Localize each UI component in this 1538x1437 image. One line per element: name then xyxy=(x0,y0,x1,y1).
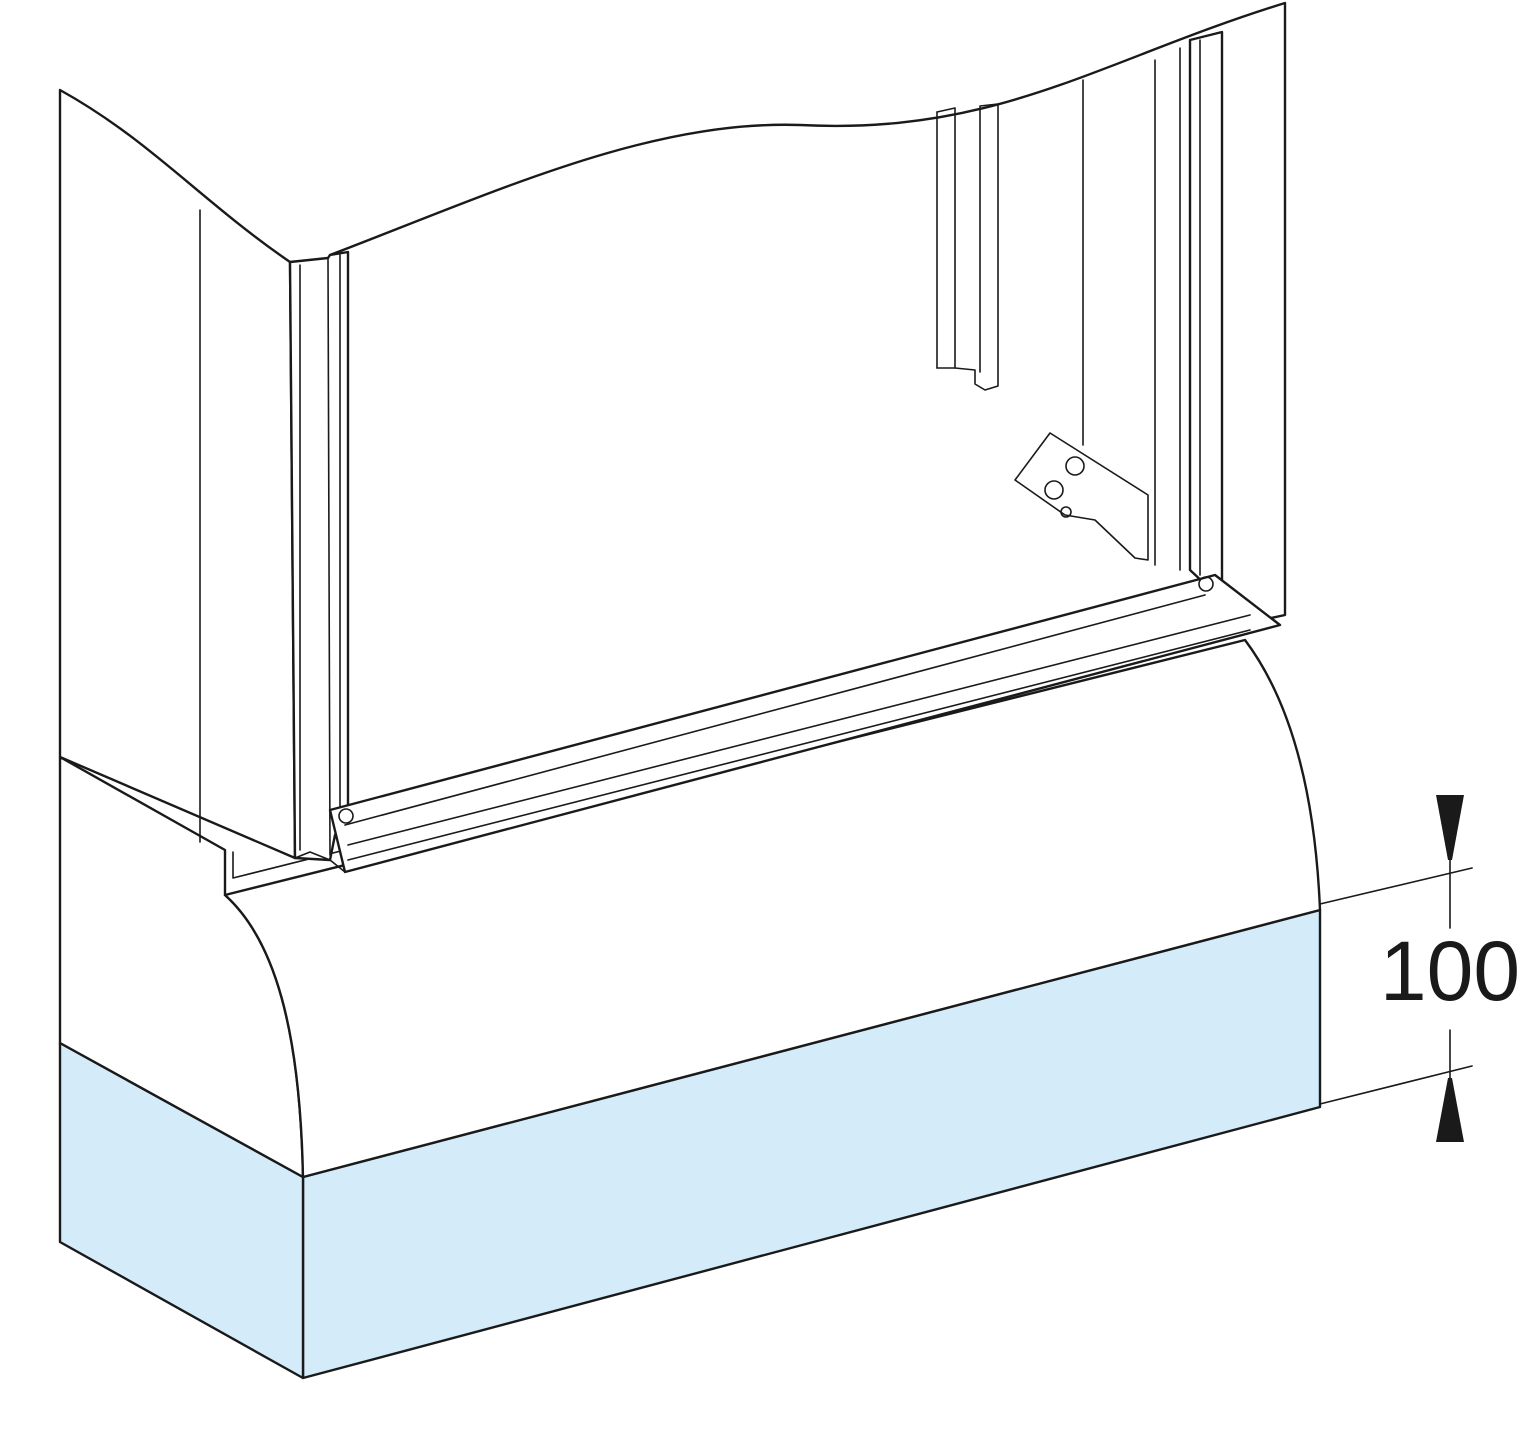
enclosure-back-panel xyxy=(328,1,1287,822)
front-upright-right xyxy=(1188,30,1224,586)
enclosure-body xyxy=(58,1,1287,862)
rail-screw xyxy=(1198,576,1214,592)
mounting-rail xyxy=(936,103,999,391)
height-dimension: 100 xyxy=(1319,795,1520,1142)
dimension-label: 100 xyxy=(1380,924,1520,1018)
bracket-hole xyxy=(1060,506,1072,518)
bottom-rail xyxy=(294,573,1282,874)
enclosure-side-panel xyxy=(58,88,297,860)
rail-screw xyxy=(338,808,354,824)
bracket-hole xyxy=(1044,480,1064,500)
bracket-hole xyxy=(1065,456,1085,476)
arrow-up-icon xyxy=(1436,1078,1464,1142)
extension-line-top xyxy=(1319,867,1473,905)
arrow-down-icon xyxy=(1436,795,1464,860)
fixing-bracket xyxy=(1014,432,1149,561)
extension-line-bottom xyxy=(1319,1065,1473,1105)
base-front-face xyxy=(223,638,1322,1179)
